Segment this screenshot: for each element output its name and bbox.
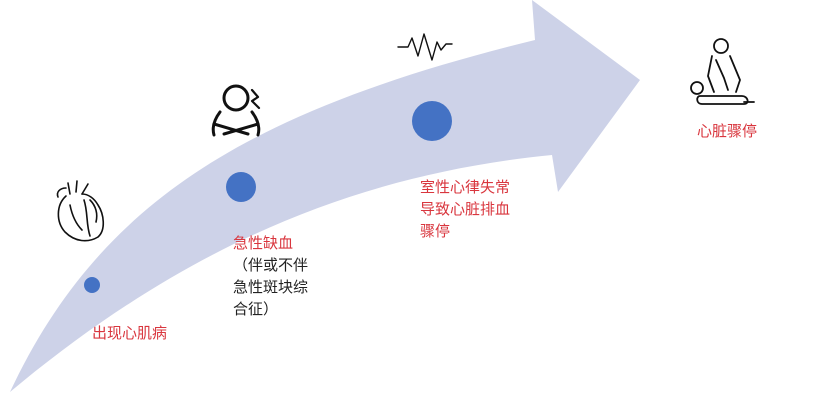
stage-dot-2: [226, 172, 256, 202]
stage-dot-3: [412, 101, 452, 141]
arrow-shape: [10, 0, 640, 392]
stressed-person-icon: [211, 84, 261, 137]
stage-label-acute-ischemia: 急性缺血: [233, 234, 294, 252]
stage-label-cardiac-arrest: 心脏骤停: [697, 122, 758, 140]
stage-label-cardiomyopathy: 出现心肌病: [92, 324, 168, 342]
heart-icon: [56, 180, 105, 242]
heartbeat-icon: [397, 33, 453, 61]
stage-label-ventricular-arrhythmia: 室性心律失常 导致心脏排血 骤停: [420, 178, 511, 240]
cpr-icon: [690, 38, 755, 105]
stage-dot-1: [84, 277, 100, 293]
stage-sublabel-acute-ischemia: （伴或不伴 急性斑块综 合征）: [233, 256, 309, 318]
